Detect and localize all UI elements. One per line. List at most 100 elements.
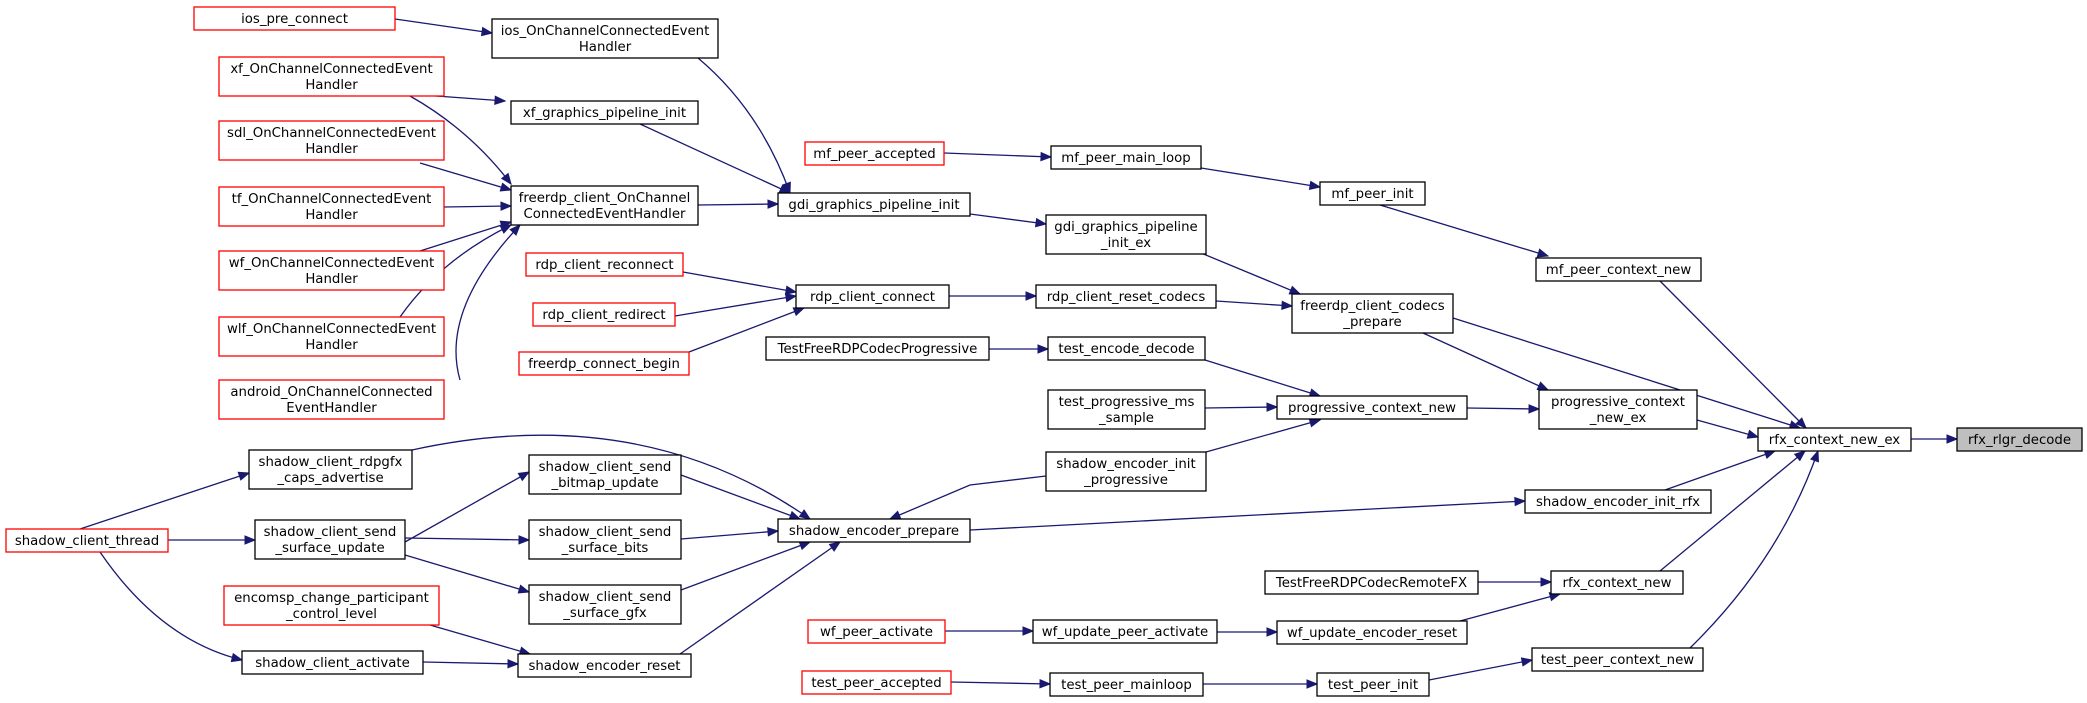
node-tfrcp[interactable]: TestFreeRDPCodecProgressive xyxy=(765,336,990,361)
node-gdi-gpi[interactable]: gdi_graphics_pipeline_init xyxy=(777,192,971,217)
node-wf-upa[interactable]: wf_update_peer_activate xyxy=(1032,619,1218,644)
node-box[interactable] xyxy=(510,100,699,125)
node-scsg[interactable]: shadow_client_send_surface_gfx xyxy=(528,584,682,625)
node-box[interactable] xyxy=(1035,284,1217,309)
node-box[interactable] xyxy=(1276,620,1468,645)
node-box[interactable] xyxy=(223,585,440,626)
node-gdi-gpie[interactable]: gdi_graphics_pipeline_init_ex xyxy=(1045,214,1207,255)
node-tpml[interactable]: test_peer_mainloop xyxy=(1049,672,1204,697)
node-box[interactable] xyxy=(807,619,946,644)
node-fr-cb[interactable]: freerdp_connect_begin xyxy=(518,351,690,376)
node-box[interactable] xyxy=(777,192,971,217)
node-box[interactable] xyxy=(1538,389,1698,430)
node-rdp-conn[interactable]: rdp_client_connect xyxy=(795,284,950,309)
node-tpa[interactable]: test_peer_accepted xyxy=(801,670,952,695)
node-box[interactable] xyxy=(1047,389,1206,430)
node-box[interactable] xyxy=(804,141,945,166)
node-box[interactable] xyxy=(528,454,682,495)
node-box[interactable] xyxy=(1319,181,1426,206)
node-seir[interactable]: shadow_encoder_init_rfx xyxy=(1524,489,1712,514)
node-scssb[interactable]: shadow_client_send_surface_bits xyxy=(528,519,682,560)
node-ecpcl[interactable]: encomsp_change_participant_control_level xyxy=(223,585,440,626)
node-box[interactable] xyxy=(218,56,445,97)
node-scrca[interactable]: shadow_client_rdpgfx_caps_advertise xyxy=(248,449,413,490)
node-box[interactable] xyxy=(765,336,990,361)
node-rdp-redir[interactable]: rdp_client_redirect xyxy=(532,302,676,327)
node-wf-uer[interactable]: wf_update_encoder_reset xyxy=(1276,620,1468,645)
node-box[interactable] xyxy=(218,250,445,291)
node-box[interactable] xyxy=(248,449,413,490)
node-rdp-reset[interactable]: rdp_client_reset_codecs xyxy=(1035,284,1217,309)
node-box[interactable] xyxy=(218,186,445,227)
node-pcn[interactable]: progressive_context_new xyxy=(1276,395,1468,420)
node-rfxn[interactable]: rfx_context_new xyxy=(1550,570,1684,595)
node-ser[interactable]: shadow_encoder_reset xyxy=(517,653,692,678)
node-box[interactable] xyxy=(1956,427,2083,452)
node-scsbu[interactable]: shadow_client_send_bitmap_update xyxy=(528,454,682,495)
node-box[interactable] xyxy=(510,185,699,226)
node-box[interactable] xyxy=(1316,672,1430,697)
node-ios-pre[interactable]: ios_pre_connect xyxy=(193,6,396,31)
node-box[interactable] xyxy=(241,650,424,675)
node-tfrcr[interactable]: TestFreeRDPCodecRemoteFX xyxy=(1264,570,1479,595)
node-box[interactable] xyxy=(254,519,406,560)
node-ted[interactable]: test_encode_decode xyxy=(1047,336,1206,361)
node-fc-occ[interactable]: freerdp_client_OnChannelConnectedEventHa… xyxy=(510,185,699,226)
node-box[interactable] xyxy=(1047,336,1206,361)
node-box[interactable] xyxy=(1050,145,1202,170)
node-box[interactable] xyxy=(1032,619,1218,644)
node-box[interactable] xyxy=(1291,293,1454,334)
node-box[interactable] xyxy=(528,584,682,625)
node-mf-loop[interactable]: mf_peer_main_loop xyxy=(1050,145,1202,170)
node-sep[interactable]: shadow_encoder_prepare xyxy=(777,518,971,543)
node-box[interactable] xyxy=(528,519,682,560)
node-box[interactable] xyxy=(1045,214,1207,255)
node-rfx-rlgr[interactable]: rfx_rlgr_decode xyxy=(1956,427,2083,452)
node-seip[interactable]: shadow_encoder_init_progressive xyxy=(1045,451,1207,492)
node-scssu[interactable]: shadow_client_send_surface_update xyxy=(254,519,406,560)
node-box[interactable] xyxy=(518,351,690,376)
node-box[interactable] xyxy=(1264,570,1479,595)
node-mf-acc[interactable]: mf_peer_accepted xyxy=(804,141,945,166)
node-tpcn[interactable]: test_peer_context_new xyxy=(1531,647,1704,672)
node-box[interactable] xyxy=(1276,395,1468,420)
node-box[interactable] xyxy=(777,518,971,543)
node-box[interactable] xyxy=(218,120,445,161)
node-box[interactable] xyxy=(795,284,950,309)
node-box[interactable] xyxy=(1757,427,1912,452)
node-sca[interactable]: shadow_client_activate xyxy=(241,650,424,675)
node-box[interactable] xyxy=(1524,489,1712,514)
node-wf-act[interactable]: wf_peer_activate xyxy=(807,619,946,644)
node-box[interactable] xyxy=(218,316,445,357)
node-box[interactable] xyxy=(1049,672,1204,697)
node-box[interactable] xyxy=(525,252,684,277)
node-xf-gpi[interactable]: xf_graphics_pipeline_init xyxy=(510,100,699,125)
node-box[interactable] xyxy=(517,653,692,678)
node-mf-ctx[interactable]: mf_peer_context_new xyxy=(1535,257,1702,282)
node-box[interactable] xyxy=(532,302,676,327)
node-box[interactable] xyxy=(193,6,396,31)
node-fc-codecs[interactable]: freerdp_client_codecs_prepare xyxy=(1291,293,1454,334)
node-rdp-recon[interactable]: rdp_client_reconnect xyxy=(525,252,684,277)
node-box[interactable] xyxy=(5,528,169,553)
node-box[interactable] xyxy=(1045,451,1207,492)
node-mf-init[interactable]: mf_peer_init xyxy=(1319,181,1426,206)
node-box[interactable] xyxy=(1550,570,1684,595)
node-tpi[interactable]: test_peer_init xyxy=(1316,672,1430,697)
node-tpms[interactable]: test_progressive_ms_sample xyxy=(1047,389,1206,430)
node-box[interactable] xyxy=(218,379,445,420)
node-box[interactable] xyxy=(801,670,952,695)
node-rfxne[interactable]: rfx_context_new_ex xyxy=(1757,427,1912,452)
node-box[interactable] xyxy=(491,18,719,59)
node-box[interactable] xyxy=(1535,257,1702,282)
node-sct[interactable]: shadow_client_thread xyxy=(5,528,169,553)
node-pcne[interactable]: progressive_context_new_ex xyxy=(1538,389,1698,430)
node-box[interactable] xyxy=(1531,647,1704,672)
